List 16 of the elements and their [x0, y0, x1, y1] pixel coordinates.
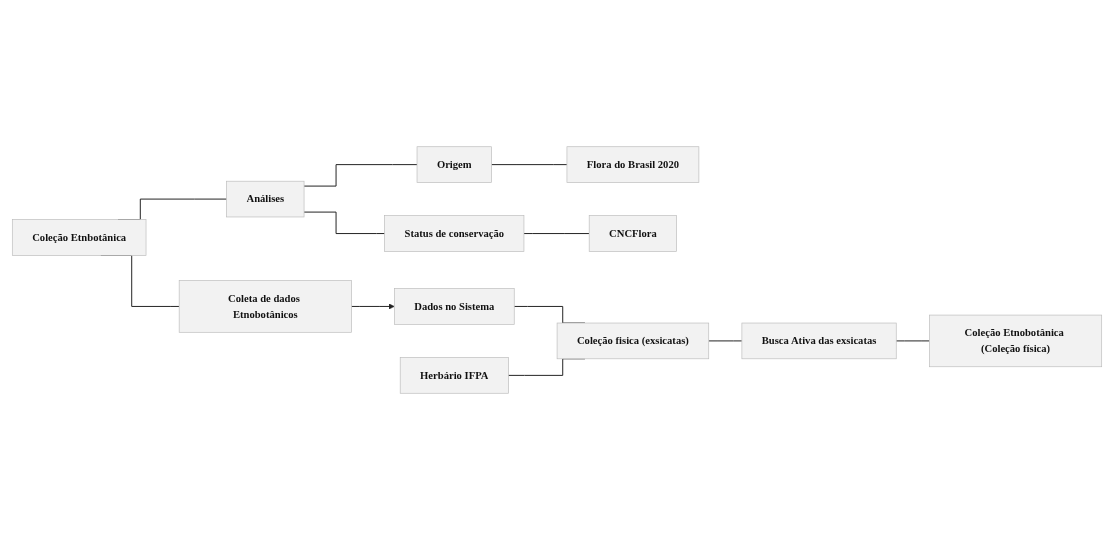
node-box: Análises: [226, 180, 305, 218]
node-box: Flora do Brasil 2020: [566, 146, 700, 183]
node-box: Herbário IFPA: [399, 357, 509, 394]
connector: [303, 164, 418, 187]
connector: [303, 211, 386, 235]
node-box: Coleção fisica (exsicatas): [556, 322, 710, 360]
node-box: Coleção Etnobotânica (Coleção física): [929, 314, 1103, 368]
node-box: Dados no Sistema: [394, 288, 515, 325]
node-box: Busca Ativa das exsicatas: [741, 322, 897, 360]
node-box: CNCFlora: [588, 215, 677, 252]
node-box: Origem: [416, 146, 492, 183]
node-box: Coleta de dados Etnobotânicos: [178, 280, 352, 333]
node-box: Coleção Etnbotânica: [11, 219, 147, 256]
node-box: Status de conservação: [384, 215, 525, 252]
connector: [491, 164, 568, 166]
connector: [523, 233, 590, 235]
